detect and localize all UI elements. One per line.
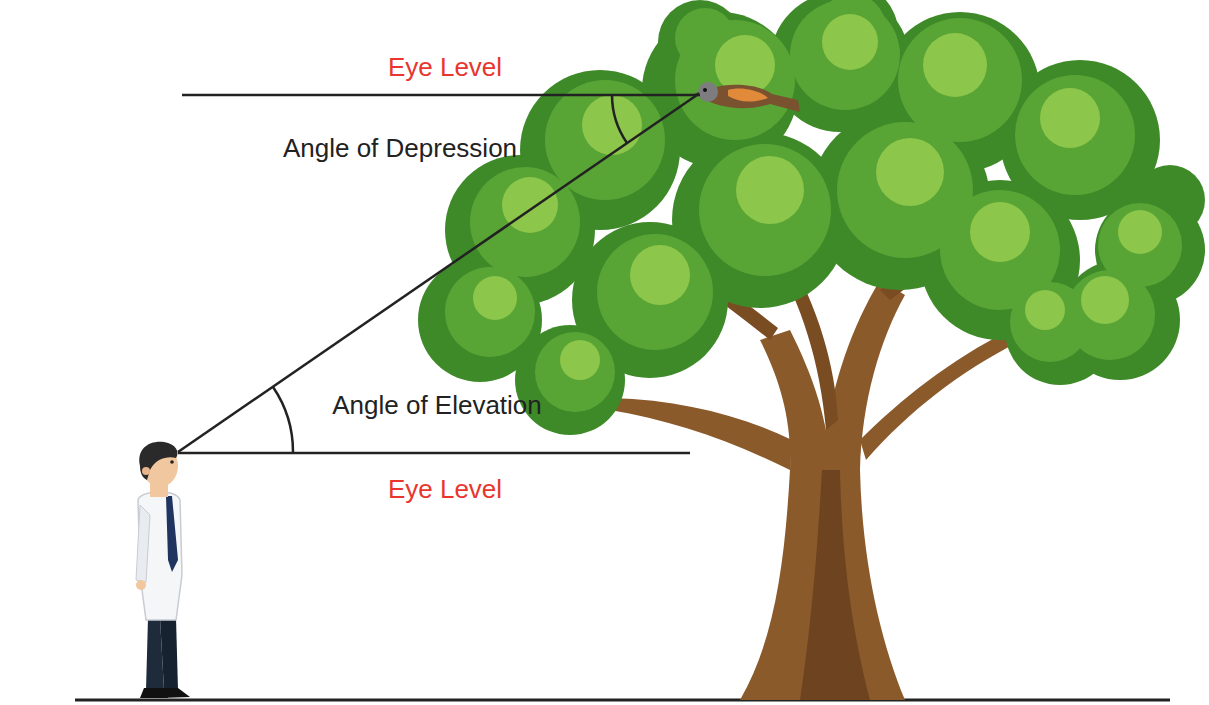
tree-trunk [860,330,1018,460]
tree-foliage [699,144,831,276]
sight-lines [178,95,700,453]
eye-level-label: Eye Level [388,475,502,505]
tree-foliage [970,202,1030,262]
tree-foliage [923,33,987,97]
tree-foliage [470,167,580,277]
sight-lines [182,94,700,97]
sight-lines [612,95,627,143]
tree-trunk [800,470,870,700]
angle-label: Angle of Elevation [332,391,542,421]
tree-foliage [822,14,878,70]
angle-label: Angle of Depression [283,134,517,164]
eye-level-label: Eye Level [388,53,502,83]
sight-lines [178,452,690,455]
sight-lines [178,95,697,452]
tree-foliage [1118,210,1162,254]
tree-foliage [445,267,535,357]
man-figure [160,618,178,690]
man-figure [136,442,190,698]
bird [698,82,718,102]
bird [728,88,768,101]
sight-lines [273,387,293,452]
bird [703,88,707,92]
ground-line [75,699,1170,702]
tree-foliage [582,95,642,155]
tree-foliage [418,0,1205,435]
man-figure [160,688,190,698]
tree-foliage [876,138,944,206]
bird [692,82,800,112]
man-figure [166,496,178,572]
man-figure [136,580,146,590]
tree-foliage [1025,290,1065,330]
man-figure [139,442,177,480]
tree-foliage [1040,88,1100,148]
tree-foliage [1010,282,1090,362]
man-figure [170,460,174,464]
tree-foliage [736,156,804,224]
man-figure [136,505,150,582]
tree-foliage [560,340,600,380]
tree-foliage [545,80,665,200]
tree-foliage [1081,276,1129,324]
tree-foliage [473,276,517,320]
tree-foliage [1015,75,1135,195]
man-figure [142,467,150,475]
tree-foliage [630,245,690,305]
tree-trunk [610,398,792,470]
tree-foliage [597,234,713,350]
tree-foliage [535,332,615,412]
